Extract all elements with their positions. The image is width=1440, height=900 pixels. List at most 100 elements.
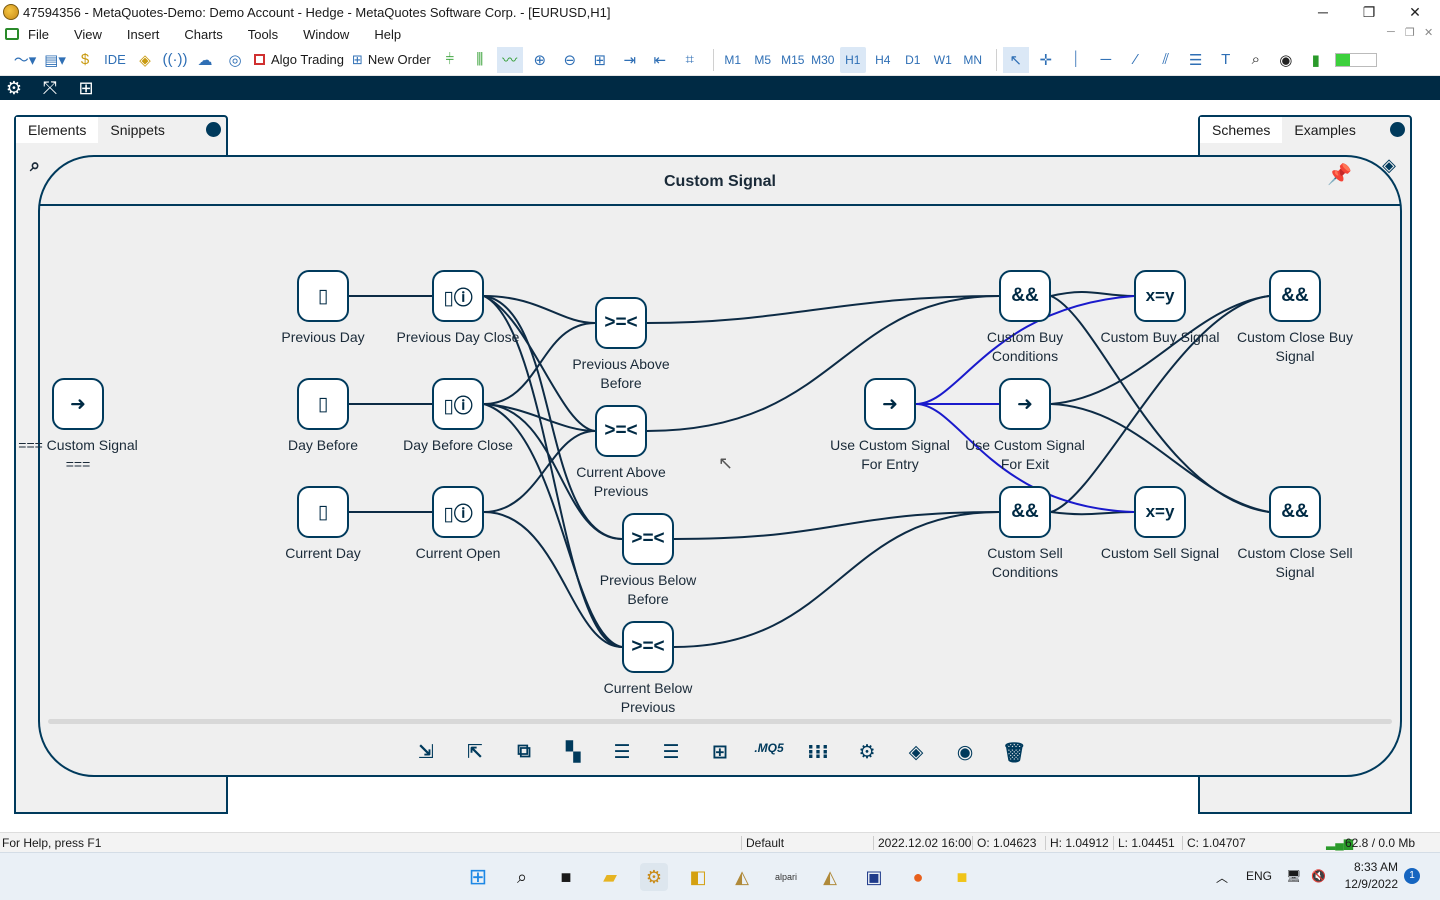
chart-shift-icon[interactable]: ⇤ (653, 51, 667, 69)
current-open-node[interactable]: ▯ⓘ (432, 486, 484, 538)
settings-gear-icon[interactable]: ⚙ (5, 77, 23, 98)
timeframe-h1[interactable]: H1 (839, 46, 866, 73)
chevron-up-icon[interactable]: ︿ (1216, 871, 1229, 885)
align-right-icon[interactable]: ☰ (662, 742, 680, 763)
candlestick-icon[interactable]: ⫼ (476, 51, 484, 68)
timeframe-m1[interactable]: M1 (724, 52, 742, 67)
menu-view[interactable]: View (73, 26, 102, 42)
text-tool-icon[interactable]: T (1221, 51, 1231, 68)
current-above-previous-node[interactable]: >=< (595, 405, 647, 457)
cloud-icon[interactable]: ☁ (197, 51, 213, 69)
menu-tools[interactable]: Tools (247, 26, 279, 42)
zoom-in-icon[interactable]: ⊕ (533, 51, 547, 69)
crosshair-icon[interactable]: ✛ (1039, 51, 1053, 69)
timeframe-mn[interactable]: MN (963, 52, 983, 67)
tab-snippets[interactable]: Snippets (110, 122, 165, 138)
timeframe-m5[interactable]: M5 (754, 52, 772, 67)
zoom-out-icon[interactable]: ⊖ (563, 51, 577, 69)
horizontal-line-icon[interactable]: ─ (1100, 51, 1112, 68)
export-icon[interactable]: ⇱ (467, 742, 483, 763)
chart-window-icon[interactable] (5, 28, 19, 40)
custom-close-buy-signal-node[interactable]: && (1269, 270, 1321, 322)
line-chart-icon[interactable]: 〰 (496, 46, 523, 73)
custom-buy-conditions-node[interactable]: && (999, 270, 1051, 322)
horizontal-scrollbar[interactable] (48, 719, 1392, 724)
previous-day-node[interactable]: ▯ (297, 270, 349, 322)
sticky-notes-icon[interactable]: ■ (956, 866, 968, 887)
use-custom-signal-for-exit-node[interactable]: ➜ (999, 378, 1051, 430)
timeframe-d1[interactable]: D1 (905, 52, 921, 67)
current-day-node[interactable]: ▯ (297, 486, 349, 538)
bar-chart-icon[interactable]: ⫩ (445, 51, 455, 68)
use-custom-signal-for-entry-node[interactable]: ➜ (864, 378, 916, 430)
network-icon[interactable]: 🖥 (1286, 869, 1302, 883)
mq5-export-icon[interactable]: .MQ5 (754, 741, 784, 755)
menu-file[interactable]: File (28, 26, 49, 42)
eraser-icon[interactable]: ◈ (1382, 155, 1396, 175)
tab-examples[interactable]: Examples (1294, 122, 1356, 138)
previous-below-before-node[interactable]: >=< (622, 513, 674, 565)
speaker-muted-icon[interactable]: 🔇 (1311, 869, 1326, 883)
menu-help[interactable]: Help (374, 26, 402, 42)
align-left-icon[interactable]: ☰ (613, 742, 631, 763)
tab-elements[interactable]: Elements (16, 117, 99, 143)
vertical-line-icon[interactable]: ⏐ (1071, 51, 1081, 68)
ide-button[interactable]: IDE (104, 52, 126, 67)
mdi-minimize-icon[interactable]: ─ (1387, 26, 1395, 38)
metaeditor-icon[interactable]: ◧ (689, 866, 707, 887)
menu-insert[interactable]: Insert (126, 26, 160, 42)
search-icon[interactable]: ⌕ (30, 155, 41, 175)
fullscreen-icon[interactable]: ⤧ (42, 77, 58, 98)
panel-toggle-dot[interactable] (206, 122, 221, 137)
day-before-close-node[interactable]: ▯ⓘ (432, 378, 484, 430)
tile-windows-icon[interactable]: ⊞ (593, 51, 607, 69)
timeframe-w1[interactable]: W1 (933, 52, 952, 67)
custom-sell-conditions-node[interactable]: && (999, 486, 1051, 538)
restore-button[interactable]: ❐ (1362, 3, 1376, 20)
previous-day-close-node[interactable]: ▯ⓘ (432, 270, 484, 322)
import-icon[interactable]: ⇲ (418, 742, 434, 763)
day-before-node[interactable]: ▯ (297, 378, 349, 430)
firefox-icon[interactable]: ● (912, 866, 924, 887)
metatrader-taskbar-icon[interactable]: ⚙ (640, 863, 668, 891)
bag-icon[interactable]: ◈ (139, 51, 151, 69)
timeframe-m15[interactable]: M15 (781, 52, 805, 67)
eye-icon[interactable]: ◉ (956, 742, 974, 763)
custom-buy-signal-node[interactable]: x=y (1134, 270, 1186, 322)
dots-grid-icon[interactable]: ⁝⁝⁝ (807, 742, 829, 763)
app-icon[interactable]: ◭ (823, 866, 837, 887)
screenshot-icon[interactable]: ⌗ (685, 51, 694, 68)
arrange-icon[interactable]: ▚ (565, 742, 581, 763)
copy-icon[interactable]: ⧉ (517, 741, 531, 762)
save-disk-icon[interactable]: ▣ (865, 866, 883, 887)
trash-icon[interactable]: 🗑 (1001, 743, 1027, 764)
settings-gear-icon[interactable]: ⚙ (858, 742, 876, 763)
timeframe-h4[interactable]: H4 (875, 52, 891, 67)
timeframe-m30[interactable]: M30 (811, 52, 835, 67)
grid-view-icon[interactable]: ⊞ (78, 77, 94, 98)
menu-window[interactable]: Window (303, 26, 350, 42)
app-icon[interactable]: ◭ (735, 866, 749, 887)
grid-icon[interactable]: ⊞ (712, 742, 728, 763)
custom-sell-signal-node[interactable]: x=y (1134, 486, 1186, 538)
fibonacci-icon[interactable]: ☰ (1189, 51, 1203, 69)
close-button[interactable]: ✕ (1409, 3, 1421, 20)
account-icon[interactable]: ◉ (1279, 51, 1293, 69)
notification-badge[interactable]: 1 (1404, 868, 1420, 884)
eraser-icon[interactable]: ◈ (908, 742, 924, 763)
algo-trading-button[interactable]: Algo Trading (252, 47, 346, 73)
cursor-icon[interactable]: ↖ (1002, 46, 1029, 73)
language-indicator[interactable]: ENG (1246, 869, 1273, 883)
indicators-icon[interactable]: ▤▾ (44, 51, 66, 69)
clock[interactable]: 8:33 AM 12/9/2022 (1340, 859, 1398, 893)
alpari-icon[interactable]: alpari (772, 863, 800, 891)
custom-close-sell-signal-node[interactable]: && (1269, 486, 1321, 538)
windows-start-icon[interactable]: ⊞ (468, 864, 488, 889)
mdi-restore-icon[interactable]: ❐ (1405, 27, 1415, 39)
current-below-previous-node[interactable]: >=< (622, 621, 674, 673)
menu-charts[interactable]: Charts (184, 26, 223, 42)
minimize-button[interactable]: ─ (1318, 4, 1328, 20)
vps-icon[interactable]: ◎ (228, 51, 242, 69)
custom-signal-start-node[interactable]: ➜ (52, 378, 104, 430)
search-icon[interactable]: ⌕ (516, 866, 528, 887)
